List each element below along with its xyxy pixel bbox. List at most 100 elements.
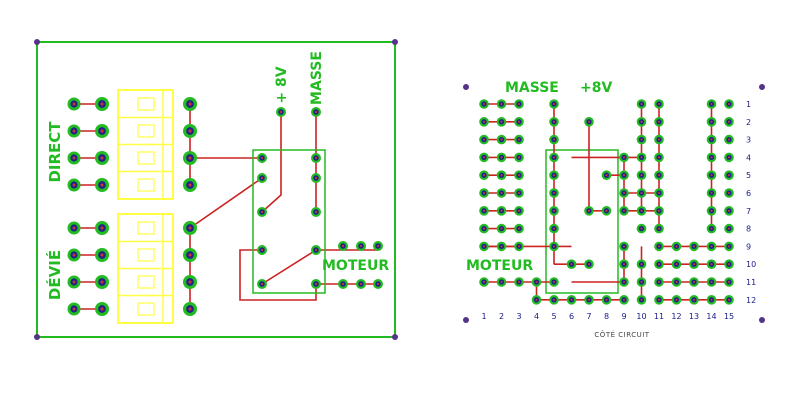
pad-grid (654, 170, 664, 180)
track (261, 112, 282, 213)
pad-grid (479, 117, 489, 127)
pad-grid (724, 295, 734, 305)
diode-symbol (137, 248, 155, 262)
pad-grid (549, 188, 559, 198)
pad-left-input (95, 302, 109, 316)
pad-grid (654, 277, 664, 287)
pad-left-input (67, 124, 81, 138)
pad-grid (514, 99, 524, 109)
pad-relay (257, 245, 267, 255)
pad-relay (311, 173, 321, 183)
corner-marker (463, 317, 469, 323)
pad-grid (654, 295, 664, 305)
pad-relay (311, 207, 321, 217)
pad-left-output (183, 302, 197, 316)
pad-grid (496, 188, 507, 198)
pad-grid (671, 295, 682, 305)
pad-left-input (67, 97, 81, 111)
column-number: 11 (654, 312, 664, 321)
pad-grid (706, 223, 717, 234)
pad-grid (619, 259, 629, 270)
pad-grid (514, 223, 524, 234)
pad-grid (706, 259, 717, 270)
pad-grid (654, 188, 664, 198)
pad-grid (479, 170, 489, 180)
pad-grid (584, 117, 594, 127)
pad-grid (706, 241, 717, 252)
pad-grid (724, 259, 734, 270)
row-number: 6 (746, 189, 751, 198)
column-number: 4 (534, 312, 539, 321)
relay-blocks (117, 89, 174, 324)
row-number: 1 (746, 100, 751, 109)
pad-grid (671, 259, 682, 270)
diode-symbol (137, 221, 155, 235)
pad-grid (514, 206, 524, 216)
pad-grid (531, 277, 542, 287)
label-plus-8v-right: +8V (580, 80, 612, 96)
pad-grid (514, 152, 524, 163)
pad-grid (724, 134, 734, 145)
column-number: 10 (636, 312, 646, 321)
pad-left-input (67, 178, 81, 192)
pad-grid (654, 241, 664, 252)
pad-left-input (95, 178, 109, 192)
pad-grid (496, 206, 507, 216)
tracks-left (74, 103, 378, 310)
column-number: 12 (671, 312, 681, 321)
pad-left-input (67, 275, 81, 289)
pad-grid (706, 170, 717, 180)
column-number: 15 (724, 312, 734, 321)
pads-right (479, 99, 734, 305)
pad-left-input (95, 221, 109, 235)
pad-grid (496, 241, 507, 252)
pad-moteur (338, 241, 348, 251)
pad-grid (724, 277, 734, 287)
pad-moteur (338, 279, 348, 289)
row-number: 8 (746, 225, 751, 234)
pad-grid (549, 223, 559, 234)
pad-left-output (183, 248, 197, 262)
pad-grid (636, 99, 647, 109)
pad-left-input (95, 151, 109, 165)
label-masse-right: MASSE (505, 80, 559, 96)
pad-grid (479, 223, 489, 234)
row-number: 12 (746, 296, 756, 305)
corner-markers-right (463, 84, 765, 323)
pad-grid (636, 170, 647, 180)
pad-left-output (183, 275, 197, 289)
diode-symbol (137, 275, 155, 289)
pad-grid (496, 277, 507, 287)
pad-moteur (373, 241, 383, 251)
row-number: 11 (746, 278, 756, 287)
pad-grid (724, 206, 734, 216)
pad-grid (514, 134, 524, 145)
corner-marker (759, 84, 765, 90)
pad-grid (549, 152, 559, 163)
pad-relay (311, 153, 321, 163)
pad-grid (514, 241, 524, 252)
column-number: 6 (569, 312, 574, 321)
pad-grid (619, 241, 629, 252)
pad-grid (654, 99, 664, 109)
row-number: 7 (746, 207, 751, 216)
pad-grid (636, 277, 647, 287)
column-number: 5 (551, 312, 556, 321)
pad-moteur (356, 279, 366, 289)
pad-grid (724, 99, 734, 109)
pad-grid (479, 134, 489, 145)
corner-marker (392, 39, 398, 45)
pad-left-input (67, 221, 81, 235)
pad-grid (601, 206, 612, 216)
corner-markers-left (34, 39, 398, 340)
relay-outline-left (252, 149, 326, 294)
pad-grid (479, 277, 489, 287)
pad-grid (584, 259, 594, 270)
pad-grid (496, 134, 507, 145)
pad-grid (636, 259, 647, 270)
pad-grid (479, 188, 489, 198)
row-number: 5 (746, 171, 751, 180)
pad-grid (514, 188, 524, 198)
